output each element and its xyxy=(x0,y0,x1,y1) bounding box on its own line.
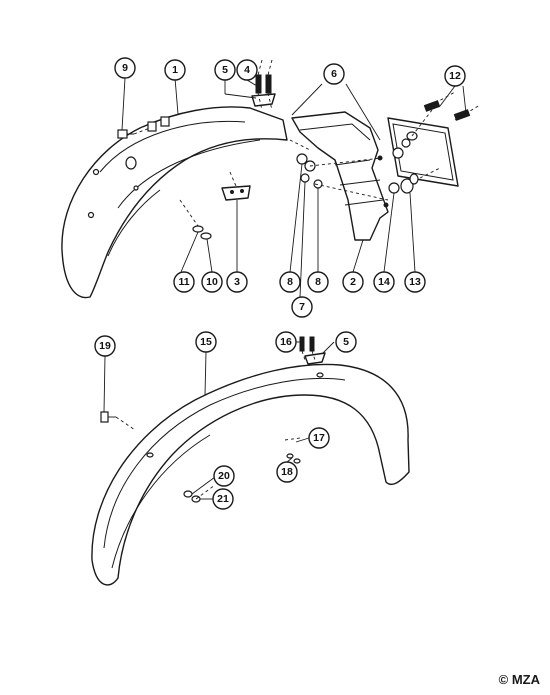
svg-text:1: 1 xyxy=(172,64,178,76)
svg-text:15: 15 xyxy=(200,336,212,348)
callout-4: 4 xyxy=(236,59,258,81)
callout-3: 3 xyxy=(226,271,248,293)
svg-text:9: 9 xyxy=(122,62,128,74)
svg-text:4: 4 xyxy=(244,64,250,76)
svg-text:6: 6 xyxy=(331,68,337,80)
svg-text:7: 7 xyxy=(299,301,305,313)
callout-21: 21 xyxy=(212,488,234,510)
svg-text:5: 5 xyxy=(343,336,349,348)
callout-6: 6 xyxy=(323,63,345,85)
callout-8-right: 8 xyxy=(307,271,329,293)
callout-16: 16 xyxy=(275,331,297,353)
callout-14: 14 xyxy=(373,271,395,293)
callout-17: 17 xyxy=(308,427,330,449)
svg-text:21: 21 xyxy=(217,493,229,505)
leader-lines xyxy=(103,77,467,500)
svg-text:3: 3 xyxy=(234,276,240,288)
svg-text:19: 19 xyxy=(99,340,111,352)
callout-8-left: 8 xyxy=(279,271,301,293)
mounting-bracket xyxy=(221,185,251,201)
svg-text:10: 10 xyxy=(206,276,218,288)
callout-5-upper: 5 xyxy=(214,59,236,81)
svg-text:12: 12 xyxy=(449,70,461,82)
callout-10: 10 xyxy=(201,271,223,293)
svg-text:2: 2 xyxy=(350,276,356,288)
callout-18: 18 xyxy=(276,461,298,483)
callout-11: 11 xyxy=(173,271,195,293)
svg-text:8: 8 xyxy=(315,276,321,288)
number-plate-holder xyxy=(291,111,389,241)
svg-text:16: 16 xyxy=(280,336,292,348)
svg-text:18: 18 xyxy=(281,466,293,478)
svg-text:17: 17 xyxy=(313,432,325,444)
svg-text:5: 5 xyxy=(222,64,228,76)
assembly-lines-upper xyxy=(133,59,481,227)
copyright-label: © MZA xyxy=(498,672,540,687)
svg-text:13: 13 xyxy=(409,276,421,288)
callout-2: 2 xyxy=(342,271,364,293)
callout-20: 20 xyxy=(213,465,235,487)
svg-text:20: 20 xyxy=(218,470,230,482)
callout-7: 7 xyxy=(291,296,313,318)
callout-12: 12 xyxy=(444,65,466,87)
callout-9: 9 xyxy=(114,57,136,79)
svg-text:14: 14 xyxy=(378,276,390,288)
rear-mudguard xyxy=(61,106,288,299)
callout-15: 15 xyxy=(195,331,217,353)
callout-1: 1 xyxy=(164,59,186,81)
svg-text:11: 11 xyxy=(178,276,189,288)
front-mudguard xyxy=(91,363,410,586)
callout-5-lower: 5 xyxy=(335,331,357,353)
svg-text:8: 8 xyxy=(287,276,293,288)
callout-19: 19 xyxy=(94,335,116,357)
callout-13: 13 xyxy=(404,271,426,293)
assembly-lines-lower xyxy=(115,350,316,500)
hardware-group xyxy=(117,74,471,240)
